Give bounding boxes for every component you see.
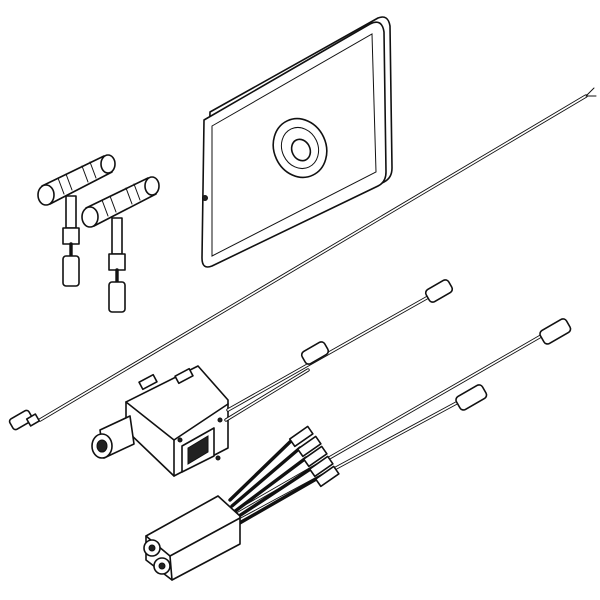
box-lead-plug-2 [300,341,330,365]
control-box [91,279,454,477]
t-connector-2 [81,176,160,313]
wiring-harness [143,318,572,581]
cable-plug-end [8,409,41,431]
harness-plug-1 [539,318,572,345]
t-connector-1 [37,154,116,287]
box-side-connector [91,415,135,459]
sensor-window-icon [272,117,328,179]
box-lead-plug-1 [424,279,454,303]
toggle-switch-icon [177,417,223,473]
plate-screw-icon [202,195,208,201]
wall-plate-sensor [201,16,393,268]
harness-junction-block [143,495,241,581]
harness-connector-stack [288,425,340,488]
long-cable [8,87,597,431]
harness-plug-2 [455,384,488,411]
